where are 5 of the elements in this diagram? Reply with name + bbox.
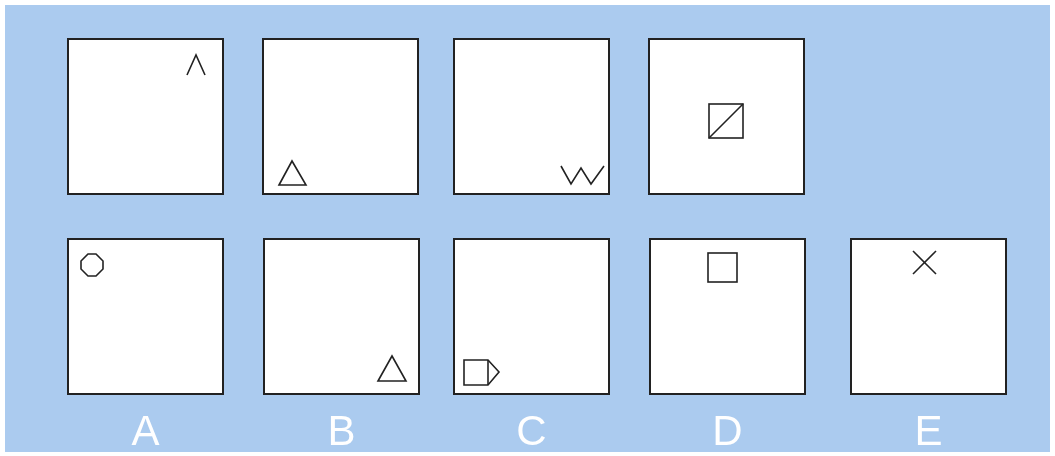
option-letter: D <box>711 409 744 453</box>
option-letter: E <box>913 409 944 453</box>
option-letter: A <box>130 409 161 453</box>
option-letter: C <box>515 409 548 453</box>
option-letter: B <box>326 409 357 453</box>
